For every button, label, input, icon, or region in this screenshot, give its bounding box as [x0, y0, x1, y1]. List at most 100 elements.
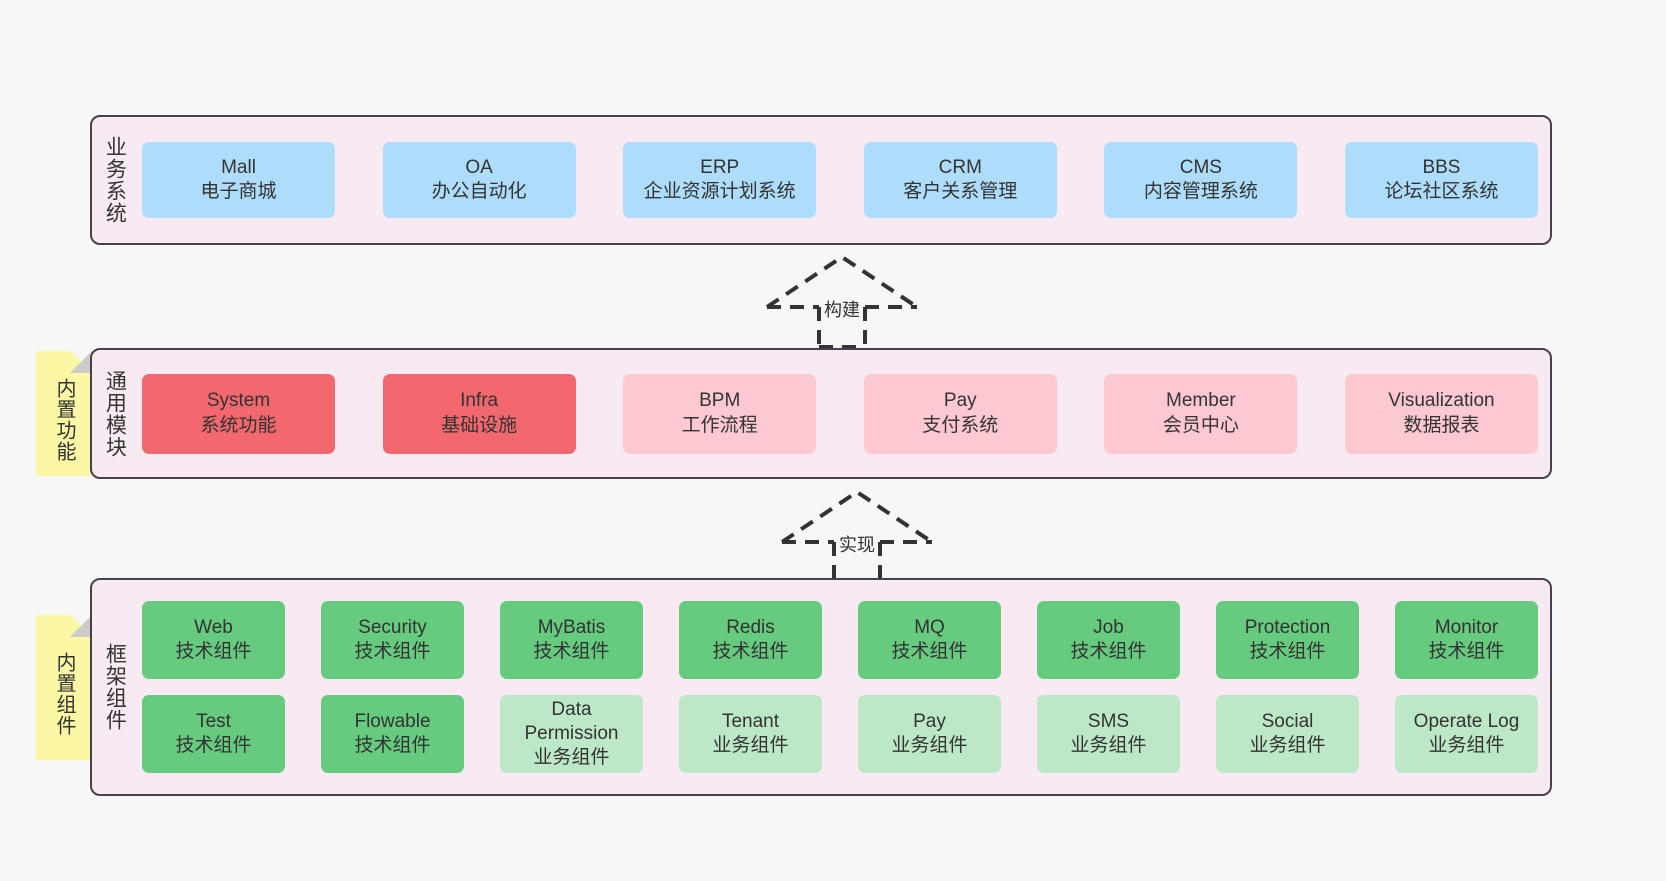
layer-body-business: Mall 电子商城 OA 办公自动化 ERP 企业资源计划系统 CRM 客户关系…	[136, 117, 1550, 243]
module-name-en: Social	[1261, 710, 1314, 732]
layer-common-modules: 通用模块 System 系统功能 Infra 基础设施 BPM 工作流程 Pay	[90, 348, 1552, 479]
module-name-en: Mall	[221, 156, 256, 178]
module-card-web[interactable]: Web 技术组件	[142, 601, 285, 679]
module-name-en: Infra	[460, 390, 499, 412]
module-card-crm[interactable]: CRM 客户关系管理	[863, 142, 1057, 218]
module-name-cn: 技术组件	[1249, 641, 1326, 662]
module-card-mall[interactable]: Mall 电子商城	[142, 142, 335, 218]
module-name-en: Flowable	[354, 710, 431, 732]
module-name-en: Security	[358, 616, 427, 638]
module-name-en: BPM	[699, 390, 741, 412]
module-card-cms[interactable]: CMS 内容管理系统	[1104, 142, 1298, 218]
module-card-erp[interactable]: ERP 企业资源计划系统	[623, 142, 817, 218]
connector-label-build: 构建	[824, 300, 860, 320]
module-card-monitor[interactable]: Monitor 技术组件	[1395, 601, 1538, 679]
module-name-cn: 技术组件	[1070, 641, 1147, 662]
module-name-cn: 业务组件	[1428, 735, 1505, 756]
module-row-framework-business: Test 技术组件 Flowable 技术组件 Data Permission …	[142, 695, 1538, 773]
module-name-en: OA	[465, 156, 493, 178]
module-name-en: ERP	[700, 156, 740, 178]
note-fold-corner-icon	[70, 351, 92, 373]
module-card-bbs[interactable]: BBS 论坛社区系统	[1344, 142, 1538, 218]
module-name-cn: 客户关系管理	[903, 181, 1018, 202]
sticky-note-builtin-components: 内置组件	[36, 615, 92, 760]
module-name-en: CMS	[1179, 156, 1222, 178]
module-card-visualization[interactable]: Visualization 数据报表	[1344, 373, 1538, 454]
module-card-pay-component[interactable]: Pay 业务组件	[858, 695, 1001, 773]
module-name-cn: 系统功能	[200, 414, 277, 436]
module-name-cn: 技术组件	[533, 641, 610, 662]
module-name-en: System	[206, 390, 271, 412]
sticky-note-label: 内置功能	[53, 377, 75, 462]
module-name-en: Member	[1166, 390, 1236, 412]
module-name-en: Operate Log	[1413, 710, 1520, 732]
module-card-redis[interactable]: Redis 技术组件	[679, 601, 822, 679]
module-name-en: Pay	[943, 390, 977, 412]
module-card-pay[interactable]: Pay 支付系统	[863, 373, 1057, 454]
sticky-note-label: 内置组件	[53, 651, 75, 736]
note-fold-corner-icon	[70, 615, 92, 637]
layer-title-business: 业务系统	[103, 136, 127, 224]
module-name-cn: 会员中心	[1162, 414, 1239, 436]
module-card-infra[interactable]: Infra 基础设施	[382, 373, 576, 454]
module-name-cn: 技术组件	[1428, 641, 1505, 662]
module-name-cn: 技术组件	[175, 735, 252, 756]
module-name-en: Tenant	[721, 710, 780, 732]
module-name-cn: 技术组件	[712, 641, 789, 662]
module-name-en: Test	[196, 710, 231, 732]
layer-body-framework: Web 技术组件 Security 技术组件 MyBatis 技术组件 Redi…	[136, 580, 1550, 794]
connector-realize-arrow: 实现	[772, 487, 942, 587]
module-name-cn: 企业资源计划系统	[643, 181, 796, 202]
module-card-job[interactable]: Job 技术组件	[1037, 601, 1180, 679]
layer-title-common: 通用模块	[103, 369, 127, 458]
module-card-tenant[interactable]: Tenant 业务组件	[679, 695, 822, 773]
module-card-member[interactable]: Member 会员中心	[1104, 373, 1298, 454]
module-card-mybatis[interactable]: MyBatis 技术组件	[500, 601, 643, 679]
module-row-business: Mall 电子商城 OA 办公自动化 ERP 企业资源计划系统 CRM 客户关系…	[142, 142, 1538, 218]
module-card-bpm[interactable]: BPM 工作流程	[623, 373, 817, 454]
layer-framework-components: 框架组件 Web 技术组件 Security 技术组件 MyBatis 技术组件…	[90, 578, 1552, 796]
module-row-framework-technical: Web 技术组件 Security 技术组件 MyBatis 技术组件 Redi…	[142, 601, 1538, 679]
module-name-en: Redis	[726, 616, 775, 638]
module-name-en: CRM	[938, 156, 982, 178]
module-name-cn: 技术组件	[354, 641, 431, 662]
module-name-en: MyBatis	[537, 616, 606, 638]
module-name-en: BBS	[1422, 156, 1461, 178]
module-name-cn: 技术组件	[891, 641, 968, 662]
module-name-cn: 电子商城	[200, 181, 277, 202]
module-name-en: Visualization	[1388, 390, 1495, 412]
module-name-en: Web	[194, 616, 233, 638]
module-card-data-permission[interactable]: Data Permission 业务组件	[500, 695, 643, 773]
module-name-en: Protection	[1244, 616, 1331, 638]
module-name-en: SMS	[1087, 710, 1130, 732]
module-card-sms[interactable]: SMS 业务组件	[1037, 695, 1180, 773]
module-card-oa[interactable]: OA 办公自动化	[382, 142, 576, 218]
layer-business-systems: 业务系统 Mall 电子商城 OA 办公自动化 ERP 企业资源计划系统 CRM	[90, 115, 1552, 245]
module-name-cn: 工作流程	[681, 414, 758, 436]
module-name-cn: 技术组件	[175, 641, 252, 662]
module-name-cn: 论坛社区系统	[1384, 181, 1499, 202]
module-card-system[interactable]: System 系统功能	[142, 373, 335, 454]
module-name-cn: 业务组件	[1249, 735, 1326, 756]
module-card-test[interactable]: Test 技术组件	[142, 695, 285, 773]
module-card-flowable[interactable]: Flowable 技术组件	[321, 695, 464, 773]
connector-build-arrow: 构建	[757, 252, 927, 352]
layer-body-common: System 系统功能 Infra 基础设施 BPM 工作流程 Pay 支付系统…	[136, 350, 1550, 477]
module-name-en: Job	[1093, 616, 1124, 638]
module-name-cn: 技术组件	[354, 735, 431, 756]
module-name-en: MQ	[914, 616, 945, 638]
module-card-protection[interactable]: Protection 技术组件	[1216, 601, 1359, 679]
module-card-mq[interactable]: MQ 技术组件	[858, 601, 1001, 679]
module-row-common: System 系统功能 Infra 基础设施 BPM 工作流程 Pay 支付系统…	[142, 373, 1538, 454]
module-name-cn: 业务组件	[712, 735, 789, 756]
module-card-social[interactable]: Social 业务组件	[1216, 695, 1359, 773]
module-name-cn: 业务组件	[1070, 735, 1147, 756]
sticky-note-builtin-features: 内置功能	[36, 351, 92, 476]
connector-label-realize: 实现	[839, 535, 875, 555]
module-name-en: Monitor	[1434, 616, 1499, 638]
module-name-cn: 数据报表	[1403, 414, 1480, 436]
module-card-operate-log[interactable]: Operate Log 业务组件	[1395, 695, 1538, 773]
module-name-en: Pay	[913, 710, 946, 732]
module-card-security[interactable]: Security 技术组件	[321, 601, 464, 679]
module-name-cn: 支付系统	[922, 414, 999, 436]
